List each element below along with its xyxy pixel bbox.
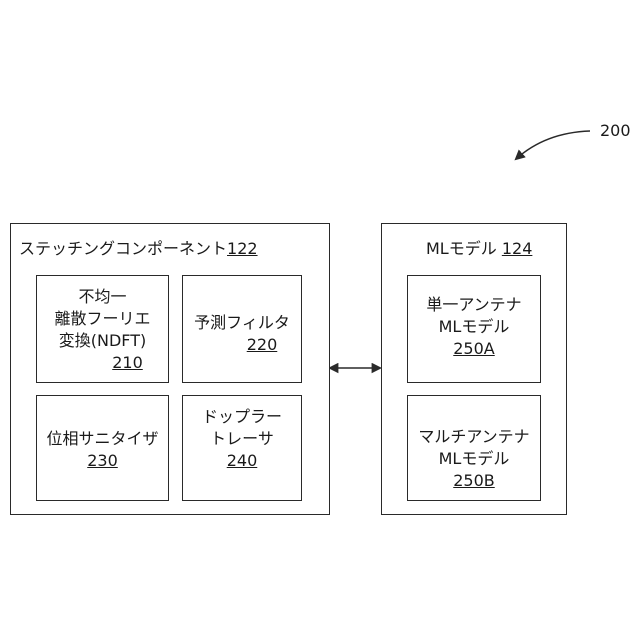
- doppler-tracer-line2: トレーサ: [183, 428, 301, 450]
- figure-ref-arrow: [516, 131, 590, 159]
- multi-antenna-ref: 250B: [408, 470, 540, 492]
- doppler-tracer-box: ドップラー トレーサ 240: [182, 395, 302, 501]
- phase-sanitizer-box: 位相サニタイザ 230: [36, 395, 169, 501]
- ndft-line3: 変換(NDFT): [37, 330, 168, 352]
- stitching-component-ref: 122: [227, 239, 258, 258]
- multi-antenna-line1: マルチアンテナ: [408, 426, 540, 448]
- stitching-component-title: ステッチングコンポーネント122: [19, 238, 258, 260]
- phase-sanitizer-label: 位相サニタイザ: [37, 428, 168, 450]
- prediction-filter-ref: 220: [223, 334, 301, 356]
- ndft-box: 不均一 離散フーリエ 変換(NDFT) 210: [36, 275, 169, 383]
- ndft-line1: 不均一: [37, 286, 168, 308]
- doppler-tracer-line1: ドップラー: [183, 406, 301, 428]
- ndft-line2: 離散フーリエ: [37, 308, 168, 330]
- phase-sanitizer-ref: 230: [37, 450, 168, 472]
- ml-model-title: MLモデル 124: [426, 238, 532, 260]
- doppler-tracer-ref: 240: [183, 450, 301, 472]
- prediction-filter-label: 予測フィルタ: [183, 312, 301, 334]
- prediction-filter-box: 予測フィルタ 220: [182, 275, 302, 383]
- single-antenna-line2: MLモデル: [408, 316, 540, 338]
- single-antenna-ref: 250A: [408, 338, 540, 360]
- ndft-ref: 210: [87, 352, 168, 374]
- single-antenna-box: 単一アンテナ MLモデル 250A: [407, 275, 541, 383]
- multi-antenna-box: マルチアンテナ MLモデル 250B: [407, 395, 541, 501]
- ml-model-ref: 124: [502, 239, 533, 258]
- multi-antenna-line2: MLモデル: [408, 448, 540, 470]
- single-antenna-line1: 単一アンテナ: [408, 294, 540, 316]
